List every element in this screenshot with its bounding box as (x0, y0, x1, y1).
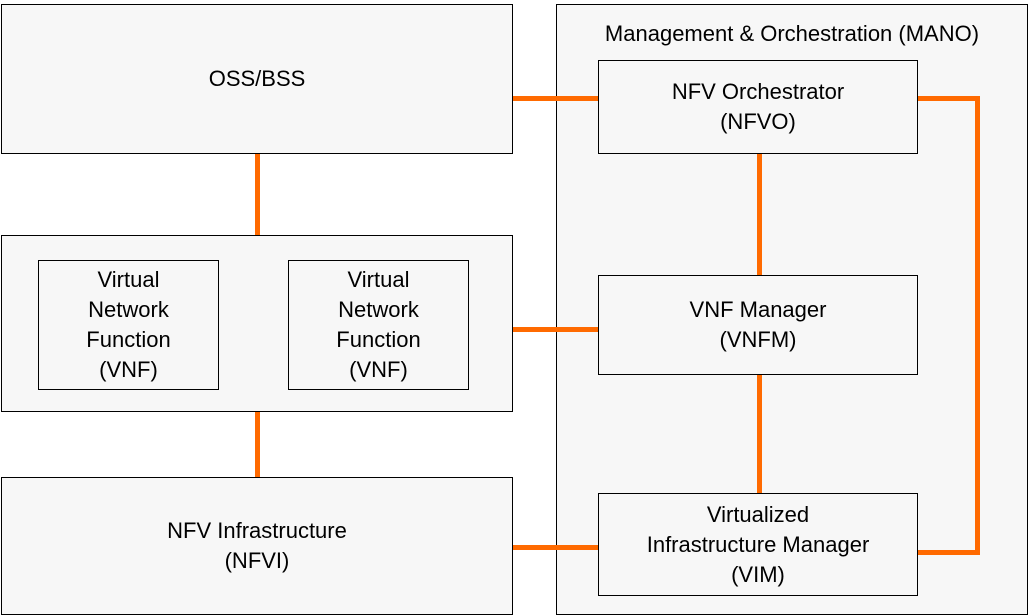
connector-nfvo-vnfm (757, 153, 762, 276)
nfvo-line-2: (NFVO) (720, 109, 796, 134)
connector-oss-nfvo (512, 96, 600, 101)
nfvi-label: NFV Infrastructure (NFVI) (2, 478, 512, 614)
vnf-left-line-2: Network (88, 297, 169, 322)
vim-line-2: Infrastructure Manager (646, 531, 870, 557)
vnf-right-line-1: Virtual (347, 267, 410, 292)
nfvo-box: NFV Orchestrator (NFVO) (598, 60, 918, 154)
connector-vnfm-vim (757, 374, 762, 494)
connector-vnf-nfvi (255, 411, 260, 478)
nfvi-line-1: NFV Infrastructure (167, 518, 347, 543)
nfvi-line-2: (NFVI) (224, 548, 290, 573)
nfvi-box: NFV Infrastructure (NFVI) (1, 477, 513, 615)
vnf-right-line-3: Function (336, 327, 421, 352)
connector-nfvo-vim-top (917, 96, 980, 101)
oss-bss-label: OSS/BSS (2, 5, 512, 153)
nfvo-label: NFV Orchestrator (NFVO) (599, 61, 917, 153)
vnf-box-left: Virtual Network Function (VNF) (38, 260, 219, 390)
vnf-right-line-4: (VNF) (349, 357, 408, 382)
oss-bss-line-1: OSS/BSS (208, 66, 306, 91)
oss-bss-box: OSS/BSS (1, 4, 513, 154)
nfvo-line-1: NFV Orchestrator (671, 79, 845, 104)
connector-vnf-vnfm (512, 327, 600, 332)
vnf-left-line-1: Virtual (97, 267, 160, 292)
vim-line-3: (VIM) (731, 561, 785, 587)
vnf-left-label: Virtual Network Function (VNF) (39, 261, 218, 389)
vnfm-box: VNF Manager (VNFM) (598, 275, 918, 375)
connector-nfvo-vim-bottom (917, 550, 980, 555)
mano-title: Management & Orchestration (MANO) (604, 21, 980, 46)
connector-nfvi-vim (512, 545, 600, 550)
vnf-right-label: Virtual Network Function (VNF) (289, 261, 468, 389)
vnf-box-right: Virtual Network Function (VNF) (288, 260, 469, 390)
vnf-container: Virtual Network Function (VNF) Virtual N… (1, 235, 513, 412)
vnfm-label: VNF Manager (VNFM) (599, 276, 917, 374)
vim-label: Virtualized Infrastructure Manager (VIM) (599, 494, 917, 595)
vnf-left-line-4: (VNF) (99, 357, 158, 382)
vnf-left-line-3: Function (86, 327, 171, 352)
vnfm-line-2: (VNFM) (719, 327, 797, 352)
vnfm-line-1: VNF Manager (689, 297, 827, 322)
connector-nfvo-vim-side (975, 96, 980, 555)
vim-line-1: Virtualized (706, 501, 810, 527)
connector-oss-vnf (255, 153, 260, 236)
vnf-right-line-2: Network (338, 297, 419, 322)
vim-box: Virtualized Infrastructure Manager (VIM) (598, 493, 918, 596)
